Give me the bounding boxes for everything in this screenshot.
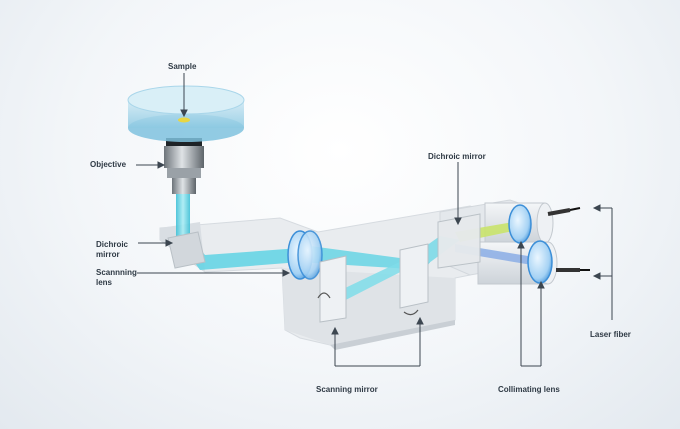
label-dichroic-mirror-top: Dichroic mirror	[428, 152, 486, 161]
laser-fiber-upper	[547, 207, 581, 216]
label-dichroic-mirror-left-text: Dichroic mirror	[96, 240, 129, 259]
label-sample: Sample	[168, 62, 197, 71]
scanning-mirror-2	[399, 243, 429, 309]
dichroic-mirror-top	[437, 213, 481, 269]
label-objective: Objective	[90, 160, 127, 169]
rotation-arrow-2	[403, 309, 419, 316]
objective	[164, 138, 204, 194]
sample-dish	[127, 85, 245, 142]
collimating-lens-upper	[508, 204, 532, 244]
label-laser-fiber: Laser fiber	[590, 330, 631, 339]
dichroic-mirror-left	[167, 231, 206, 269]
scanning-lens	[287, 230, 323, 280]
collimating-lens-lower	[527, 240, 553, 284]
rotation-arrow-1	[317, 292, 331, 299]
label-scanning-mirror: Scanning mirror	[316, 385, 378, 394]
label-scanning-lens: Scannning lens	[96, 268, 156, 288]
label-scanning-lens-text: Scannning lens	[96, 268, 137, 287]
label-dichroic-mirror-left: Dichroic mirror	[96, 240, 156, 260]
label-collimating-lens: Collimating lens	[498, 385, 560, 394]
leader-lines	[136, 73, 613, 367]
sample-spot	[178, 117, 190, 123]
scanning-mirror-1	[319, 255, 347, 323]
